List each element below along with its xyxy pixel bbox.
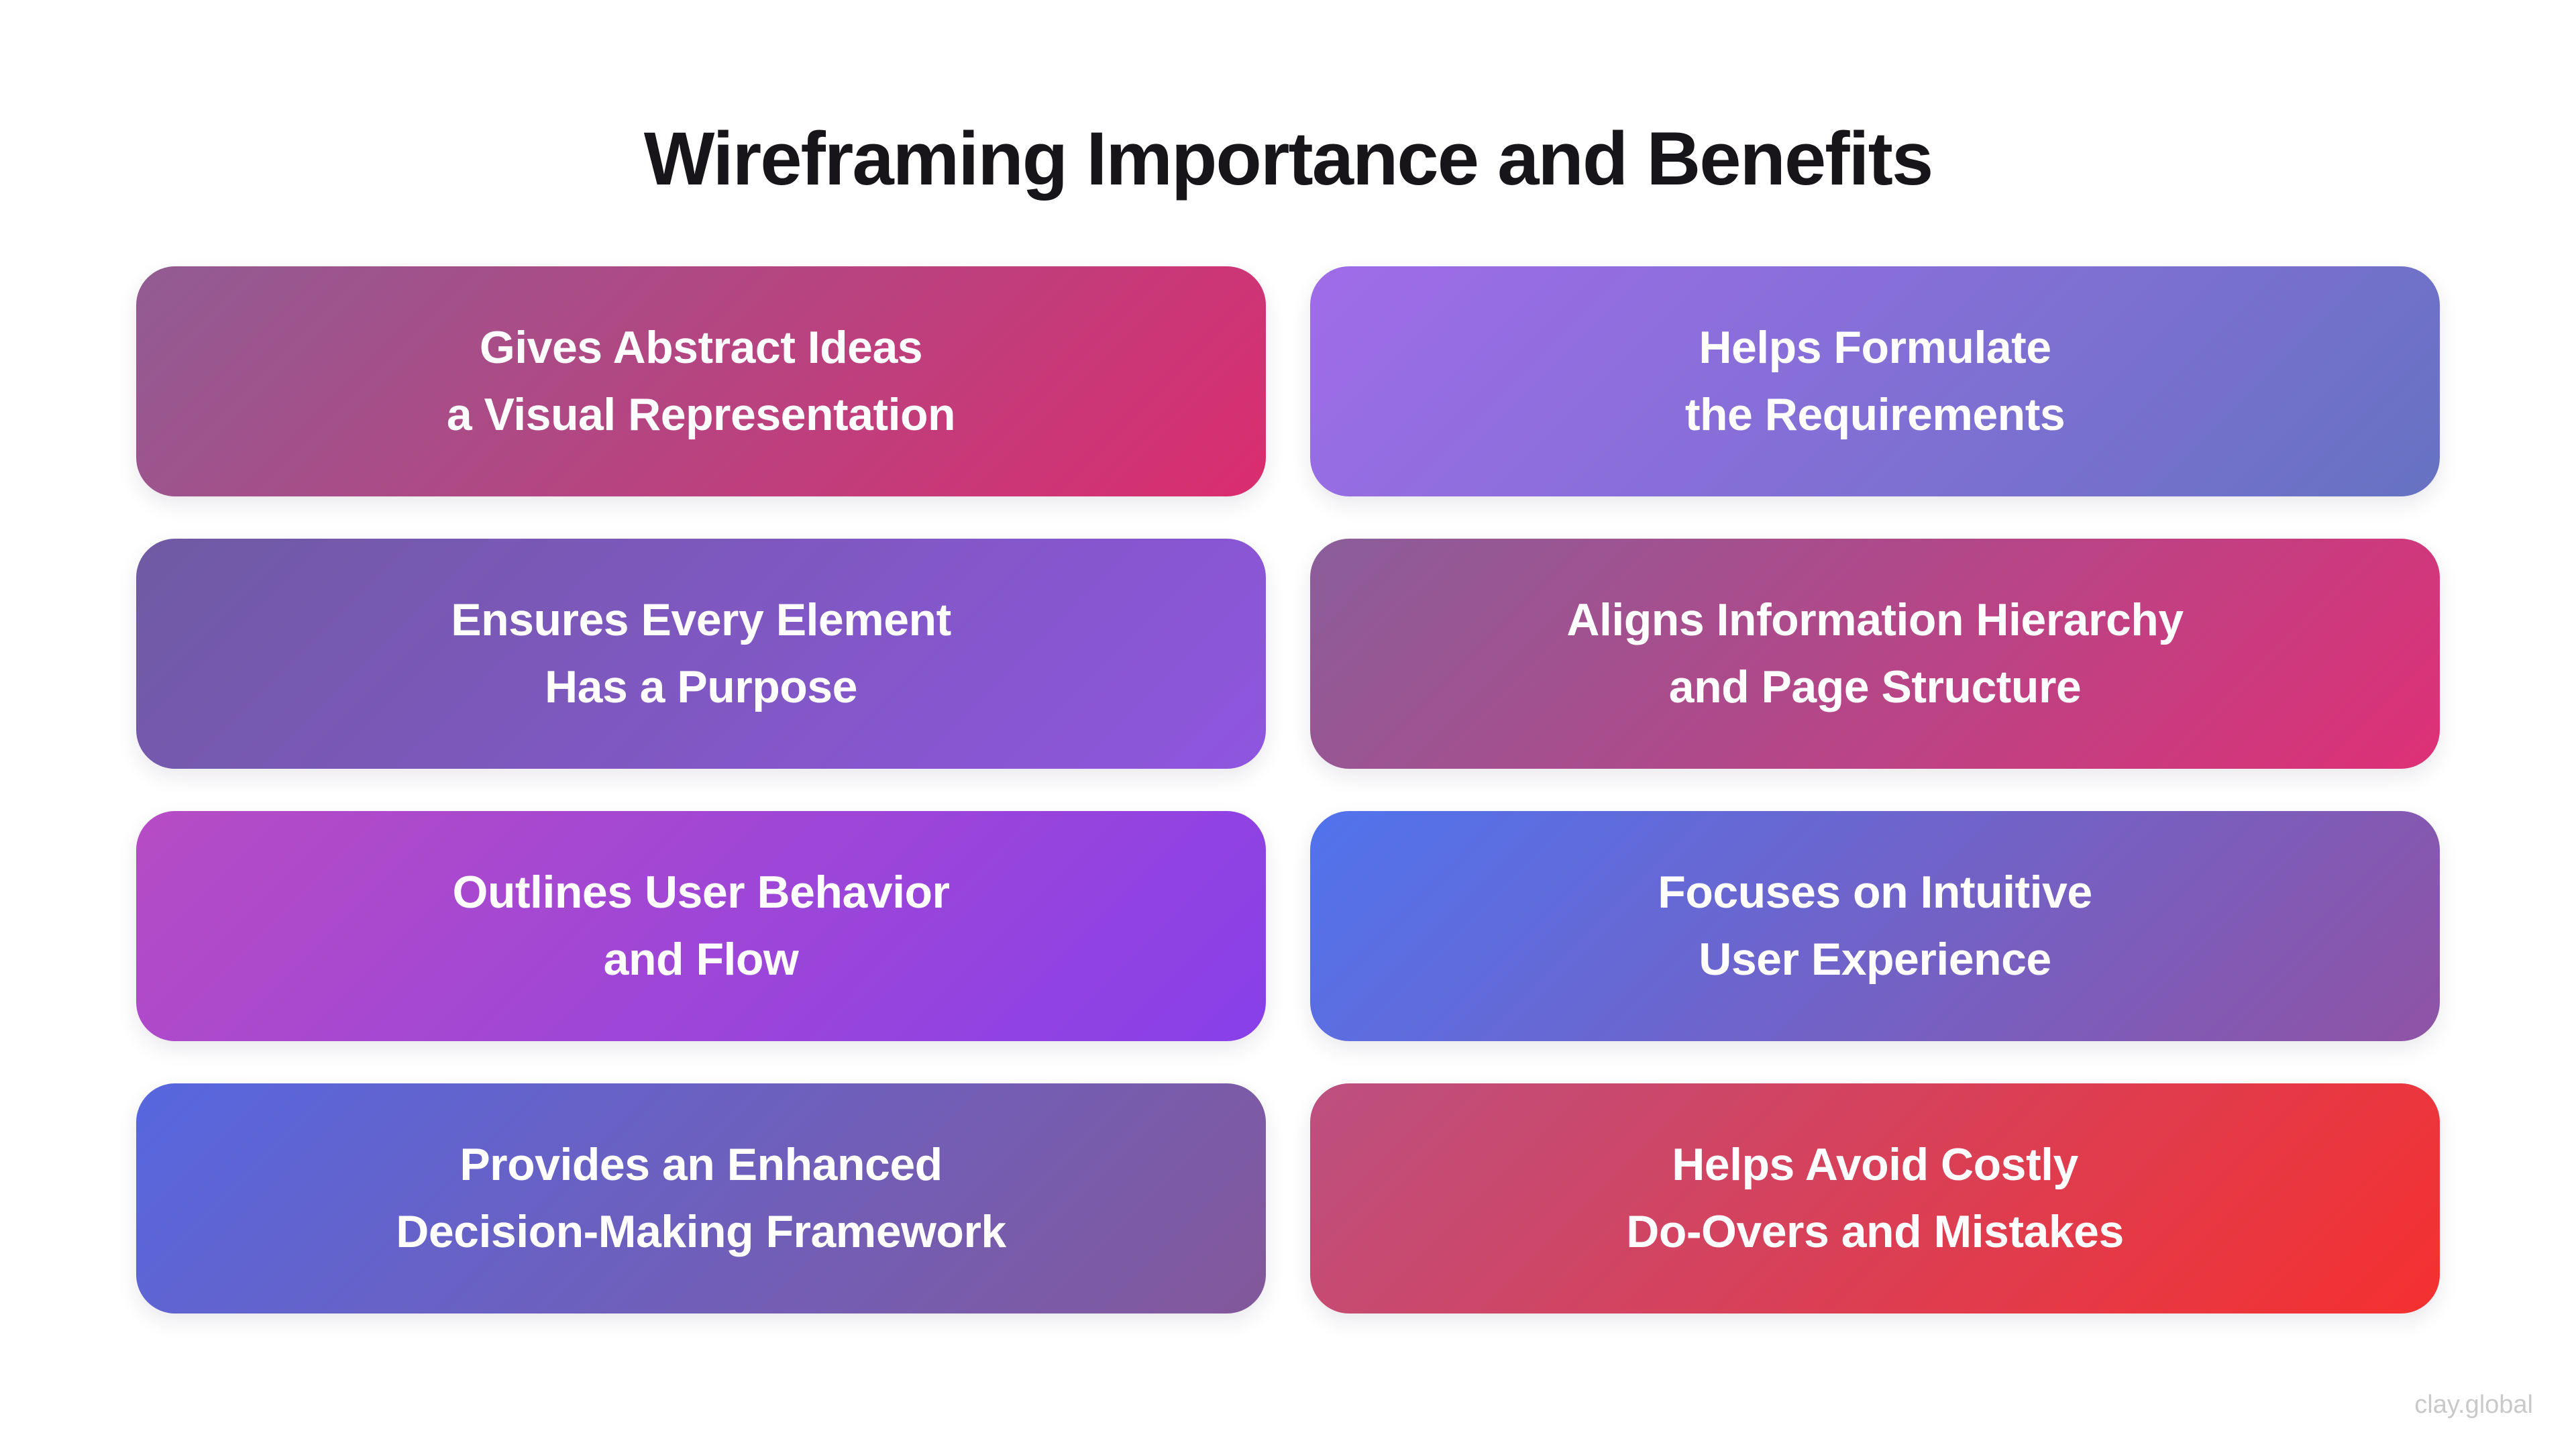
card-helps-avoid-mistakes: Helps Avoid Costly Do-Overs and Mistakes xyxy=(1310,1083,2440,1313)
card-provides-decision-framework: Provides an Enhanced Decision-Making Fra… xyxy=(136,1083,1266,1313)
card-label-line2: Do-Overs and Mistakes xyxy=(1626,1205,2124,1257)
card-label-line2: and Flow xyxy=(603,933,799,985)
card-label: Ensures Every Element Has a Purpose xyxy=(451,587,951,720)
card-label-line2: Has a Purpose xyxy=(545,661,857,712)
card-label: Helps Avoid Costly Do-Overs and Mistakes xyxy=(1626,1132,2124,1265)
card-label: Gives Abstract Ideas a Visual Representa… xyxy=(446,315,956,448)
card-label-line2: a Visual Representation xyxy=(446,388,956,440)
card-label-line2: and Page Structure xyxy=(1668,661,2082,712)
card-label-line1: Outlines User Behavior xyxy=(452,867,950,918)
card-label-line1: Ensures Every Element xyxy=(451,594,951,646)
card-label: Helps Formulate the Requirements xyxy=(1685,315,2065,448)
card-label: Outlines User Behavior and Flow xyxy=(452,859,950,993)
page-title: Wireframing Importance and Benefits xyxy=(643,117,1933,201)
card-focuses-intuitive-ux: Focuses on Intuitive User Experience xyxy=(1310,811,2440,1041)
brand-watermark: clay.global xyxy=(2414,1391,2533,1419)
card-label: Focuses on Intuitive User Experience xyxy=(1658,859,2092,993)
card-label-line2: the Requirements xyxy=(1684,388,2065,440)
benefits-grid: Gives Abstract Ideas a Visual Representa… xyxy=(136,266,2440,1313)
card-label-line1: Aligns Information Hierarchy xyxy=(1566,594,2184,646)
card-label-line1: Helps Avoid Costly xyxy=(1672,1139,2078,1191)
card-label: Aligns Information Hierarchy and Page St… xyxy=(1566,587,2184,720)
card-label-line2: Decision-Making Framework xyxy=(396,1205,1006,1257)
card-label-line1: Focuses on Intuitive xyxy=(1658,867,2092,918)
card-label-line2: User Experience xyxy=(1699,933,2051,985)
card-label-line1: Gives Abstract Ideas xyxy=(479,322,923,374)
card-ensures-element-purpose: Ensures Every Element Has a Purpose xyxy=(136,539,1266,769)
card-outlines-user-behavior: Outlines User Behavior and Flow xyxy=(136,811,1266,1041)
card-helps-formulate-requirements: Helps Formulate the Requirements xyxy=(1310,266,2440,496)
card-label-line1: Helps Formulate xyxy=(1699,322,2051,374)
card-gives-abstract-ideas: Gives Abstract Ideas a Visual Representa… xyxy=(136,266,1266,496)
card-aligns-information-hierarchy: Aligns Information Hierarchy and Page St… xyxy=(1310,539,2440,769)
card-label-line1: Provides an Enhanced xyxy=(460,1139,943,1191)
card-label: Provides an Enhanced Decision-Making Fra… xyxy=(396,1132,1006,1265)
